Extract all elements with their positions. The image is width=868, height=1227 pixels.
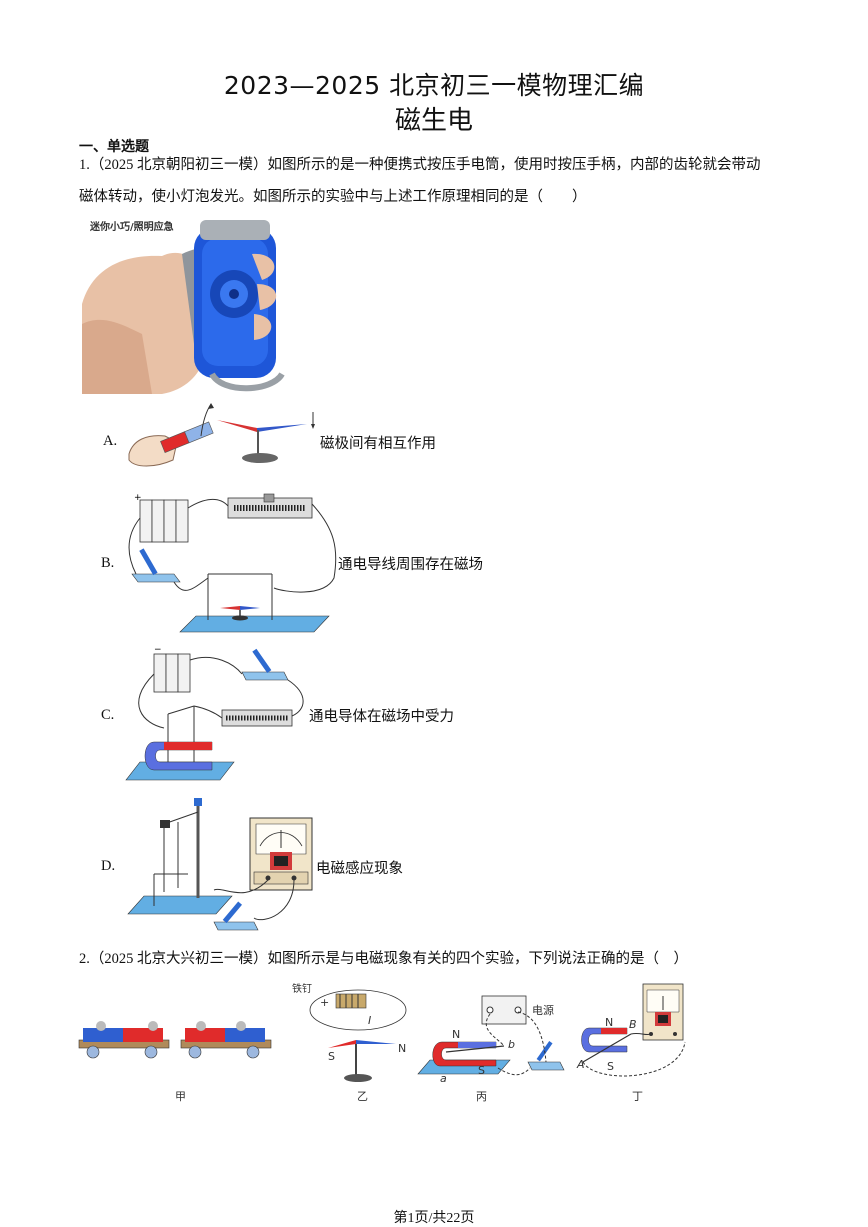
motor-experiment-illustration [417,995,565,1076]
flashlight-illustration [82,220,285,394]
figure-jia [78,1018,274,1063]
page-footer: 第1页/共22页 [393,1211,475,1226]
option-b-letter: B. [101,555,115,571]
bing-power-label: 电源 [532,1004,554,1017]
option-d-letter: D. [101,858,116,874]
ding-a-label: A [577,1058,585,1071]
question-1-text-line1: （2025 北京朝阳初三一模）如图所示的是一种便携式按压手电筒，使用时按压手柄，… [89,157,761,173]
option-a-figure [125,402,325,470]
electromagnetic-induction-illustration [127,798,313,931]
option-d-label: 电磁感应现象 [316,861,403,877]
svg-text:−: − [154,645,162,655]
option-a-label: 磁极间有相互作用 [320,436,436,452]
ding-s-label: S [607,1060,614,1073]
option-c-figure: − [124,644,314,782]
yi-core-label: 铁钉 [292,984,312,995]
bing-n-label: N [452,1028,461,1041]
figure-bing: 电源 N S a b [417,990,568,1085]
option-a-letter: A. [103,433,118,449]
ding-b-label: B [629,1018,637,1031]
bing-s-label: S [478,1064,485,1077]
question-2-number: 2. [79,951,90,967]
question-2: 2.（2025 北京大兴初三一模）如图所示是与电磁现象有关的四个实验，下列说法正… [79,944,809,974]
figure-bing-label: 丙 [476,1090,487,1103]
yi-current-label: I [368,1014,372,1027]
flashlight-photo: 迷你小巧/照明应急 [82,214,290,394]
yi-s-label: S [328,1050,335,1063]
option-b-figure: + [124,488,344,636]
question-1: 1.（2025 北京朝阳初三一模）如图所示的是一种便携式按压手电筒，使用时按压手… [79,150,809,210]
figure-ding: N S A B [575,982,693,1084]
electromagnet-compass-illustration [309,989,407,1082]
section-heading: 一、单选题 [79,139,149,155]
compass-needle-illustration [128,403,315,467]
question-2-text: （2025 北京大兴初三一模）如图所示是与电磁现象有关的四个实验，下列说法正确的… [89,951,688,967]
option-b-label: 通电导线周围存在磁场 [338,557,483,573]
figure-yi-label: 乙 [357,1090,368,1103]
option-c-letter: C. [101,707,115,723]
magnet-carts-illustration [78,1021,272,1059]
question-1-text-line2: 磁体转动，使小灯泡发光。如图所示的实验中与上述工作原理相同的是（ ） [79,189,587,205]
svg-text:+: + [134,493,142,503]
option-d-figure [124,794,316,936]
option-c-label: 通电导体在磁场中受力 [309,709,454,725]
document-title: 2023—2025 北京初三一模物理汇编 [223,71,645,100]
bing-b-label: b [508,1038,515,1051]
photo-caption: 迷你小巧/照明应急 [90,222,174,233]
generator-experiment-illustration [581,983,686,1077]
figure-ding-label: 丁 [632,1090,643,1103]
figure-yi: 铁钉 + I S N [292,980,422,1085]
figure-jia-label: 甲 [175,1090,186,1103]
ding-n-label: N [605,1016,614,1029]
motor-principle-illustration: − [125,645,304,781]
yi-n-label: N [398,1042,407,1055]
bing-a-label: a [440,1072,447,1085]
oersted-experiment-illustration: + [128,493,337,633]
yi-plus-label: + [320,996,330,1009]
document-subtitle: 磁生电 [394,106,473,136]
question-1-number: 1. [79,157,90,173]
